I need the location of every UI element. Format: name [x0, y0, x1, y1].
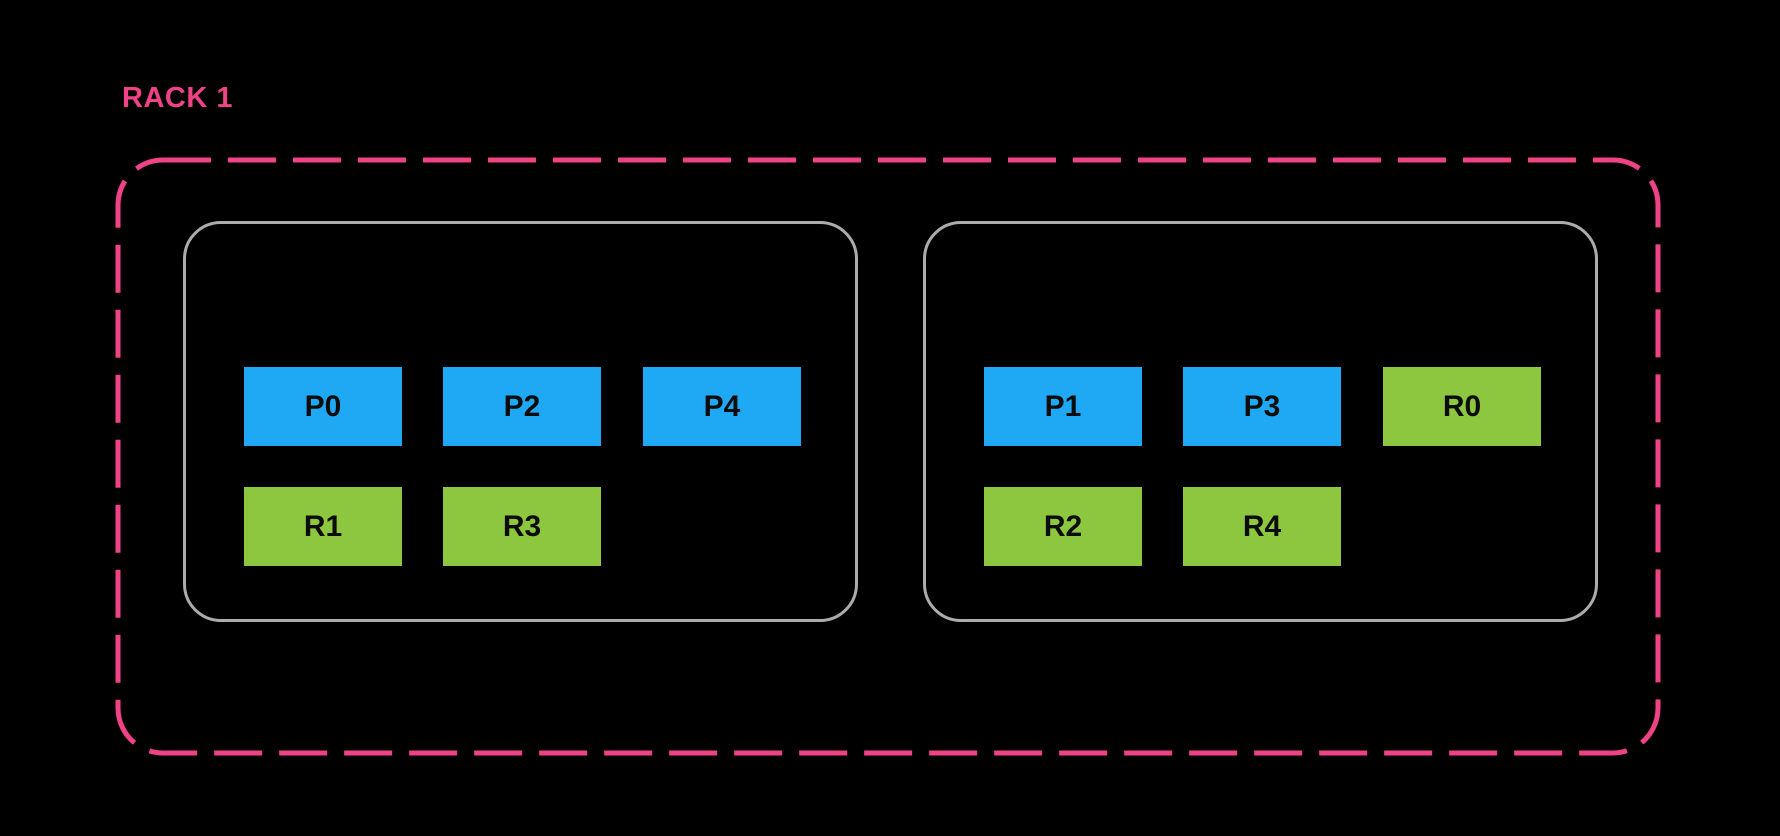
rack-title: RACK 1 — [122, 82, 233, 114]
shard-block-p1: P1 — [984, 367, 1142, 446]
node-box-2: P1 P3 R0 R2 R4 — [923, 221, 1598, 622]
shard-block-r4: R4 — [1183, 487, 1341, 566]
shard-block-p0: P0 — [244, 367, 402, 446]
shard-block-p3: P3 — [1183, 367, 1341, 446]
shard-block-p4: P4 — [643, 367, 801, 446]
rack-boundary-dashed-border — [115, 157, 1661, 756]
shard-block-p2: P2 — [443, 367, 601, 446]
shard-block-r2: R2 — [984, 487, 1142, 566]
shard-block-r1: R1 — [244, 487, 402, 566]
shard-block-r0: R0 — [1383, 367, 1541, 446]
shard-block-r3: R3 — [443, 487, 601, 566]
node-box-1: P0 P2 P4 R1 R3 — [183, 221, 858, 622]
